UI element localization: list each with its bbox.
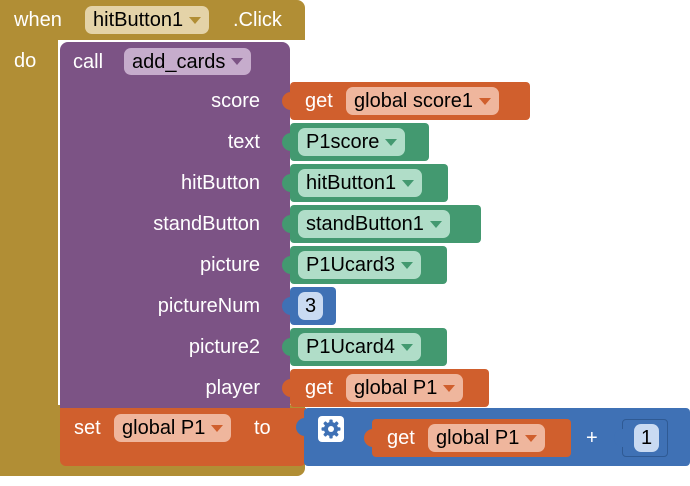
arg-label-picture2: picture2 <box>188 336 260 358</box>
event-do-label: do <box>14 50 37 72</box>
chevron-down-icon <box>443 384 456 392</box>
arg-label-picturenum: pictureNum <box>157 295 260 317</box>
event-name-label: .Click <box>233 9 282 31</box>
component-dropdown[interactable]: P1Ucard4 <box>298 333 421 361</box>
component-name: hitButton1 <box>306 172 397 194</box>
arg-label-standbutton: standButton <box>153 213 260 235</box>
socket-plug <box>282 174 292 192</box>
chevron-down-icon <box>211 424 224 432</box>
arg-label-score: score <box>211 90 260 112</box>
component-dropdown[interactable]: P1Ucard3 <box>298 251 421 279</box>
component-name: P1Ucard4 <box>306 336 395 358</box>
component-dropdown[interactable]: standButton1 <box>298 210 450 238</box>
socket-plug <box>282 92 292 110</box>
gear-icon[interactable] <box>318 416 344 442</box>
chevron-down-icon <box>231 58 244 65</box>
component-name: P1Ucard3 <box>306 254 395 276</box>
chevron-down-icon <box>478 97 491 105</box>
socket-plug <box>614 429 624 447</box>
variable-name: global P1 <box>122 417 206 439</box>
number-field[interactable]: 3 <box>298 292 324 320</box>
socket-plug <box>296 418 306 436</box>
socket-plug <box>282 256 292 274</box>
variable-dropdown[interactable]: global score1 <box>346 87 499 115</box>
number-field[interactable]: 1 <box>634 424 660 452</box>
chevron-down-icon <box>429 220 442 228</box>
socket-plug <box>282 338 292 356</box>
chevron-down-icon <box>525 434 538 442</box>
socket-plug <box>282 215 292 233</box>
variable-name: global score1 <box>354 90 473 112</box>
component-dropdown[interactable]: hitButton1 <box>298 169 423 197</box>
chevron-down-icon <box>189 16 202 24</box>
event-component-dropdown[interactable]: hitButton1 <box>85 6 210 34</box>
variable-dropdown[interactable]: global P1 <box>346 374 464 402</box>
arg-label-player: player <box>205 377 260 399</box>
get-label: get <box>387 427 415 449</box>
procedure-name-label: add_cards <box>132 50 226 73</box>
call-label: call <box>73 51 104 73</box>
event-when-label: when <box>14 9 62 31</box>
to-label: to <box>254 417 271 439</box>
set-label: set <box>74 417 101 439</box>
socket-plug <box>282 133 292 151</box>
chevron-down-icon <box>385 138 398 146</box>
arg-label-picture: picture <box>199 254 260 276</box>
procedure-name-dropdown[interactable]: add_cards <box>124 48 252 75</box>
variable-name: global P1 <box>354 377 438 399</box>
chevron-down-icon <box>400 261 413 269</box>
component-name: P1score <box>306 131 380 153</box>
chevron-down-icon <box>402 179 415 187</box>
variable-dropdown[interactable]: global P1 <box>428 424 546 452</box>
event-component-label: hitButton1 <box>93 9 184 31</box>
plus-operator: + <box>586 427 598 449</box>
socket-plug <box>282 297 292 315</box>
get-label: get <box>305 377 333 399</box>
arg-label-text: text <box>227 131 260 153</box>
set-variable-dropdown[interactable]: global P1 <box>114 414 232 442</box>
socket-plug <box>282 379 292 397</box>
variable-name: global P1 <box>436 427 520 449</box>
call-procedure-block[interactable] <box>60 42 290 408</box>
get-label: get <box>305 90 333 112</box>
component-name: standButton1 <box>306 213 424 235</box>
arg-label-hitbutton: hitButton <box>181 172 260 194</box>
component-dropdown[interactable]: P1score <box>298 128 406 156</box>
chevron-down-icon <box>400 343 413 351</box>
socket-plug <box>364 429 374 447</box>
